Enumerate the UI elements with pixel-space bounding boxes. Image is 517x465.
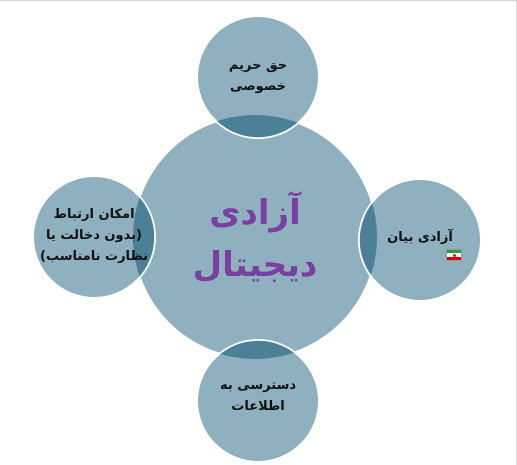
top-node-line2: خصوصی	[229, 79, 287, 94]
left-node-label: امکان ارتباط (بدون دخالت یا نظارت نامناس…	[32, 204, 156, 267]
iran-flag-icon	[446, 249, 462, 261]
right-node-line1: آزادی بیان	[387, 230, 453, 245]
right-overlap	[358, 178, 377, 302]
bottom-overlap	[196, 339, 320, 359]
top-overlap	[196, 115, 320, 139]
left-node-line3: نظارت نامناسب)	[40, 249, 148, 264]
top-node-line1: حق حریم	[228, 58, 288, 73]
top-border	[0, 0, 517, 1]
left-overlap	[133, 175, 156, 299]
left-node-line2: (بدون دخالت یا	[46, 228, 142, 243]
right-node-label: آزادی بیان	[368, 227, 472, 248]
bottom-node-label: دسترسی به اطلاعات	[198, 375, 318, 417]
bottom-node-line1: دسترسی به	[219, 378, 297, 393]
top-node-label: حق حریم خصوصی	[198, 55, 318, 97]
center-title: آزادی دیجیتال	[155, 187, 355, 291]
center-title-line2: دیجیتال	[192, 245, 318, 285]
center-title-line1: آزادی	[209, 193, 301, 233]
bottom-node-line2: اطلاعات	[231, 399, 285, 414]
left-node-line1: امکان ارتباط	[53, 207, 135, 222]
